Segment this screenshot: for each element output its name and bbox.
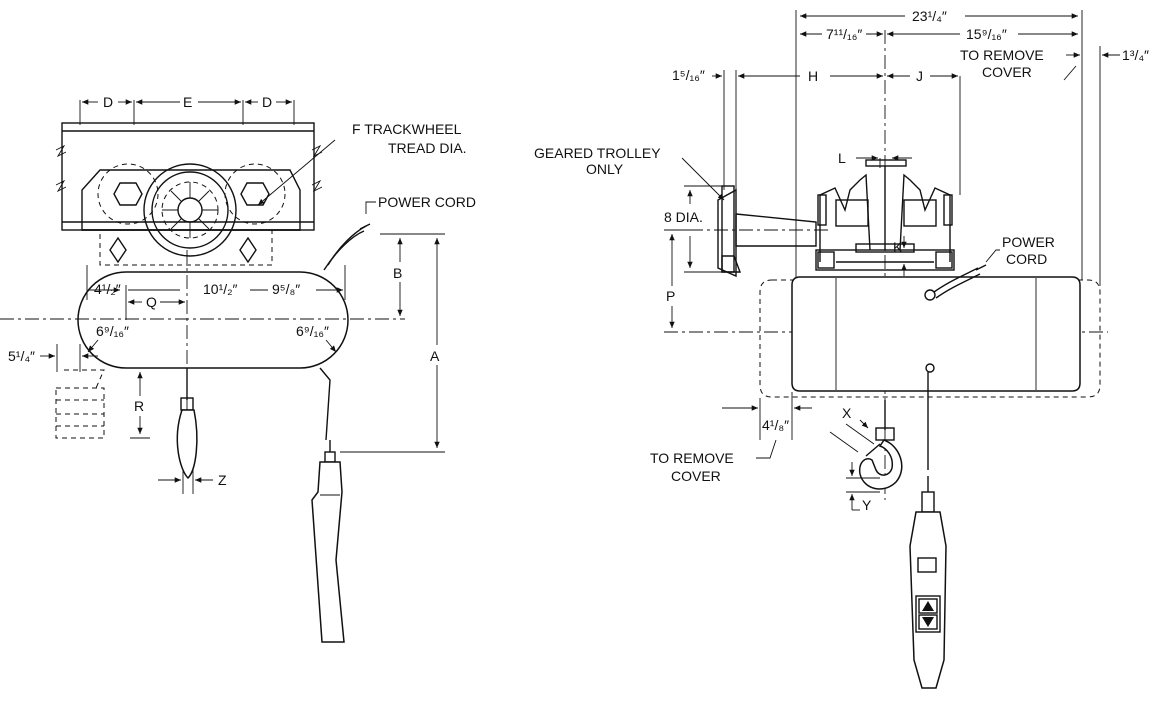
pendant-right (909, 476, 947, 689)
dim-8-dia: 8 DIA. (664, 209, 703, 225)
left-view: D E D F TRACKWHEEL TREAD DIA. POWER CORD… (0, 94, 476, 643)
dim-l: L (838, 150, 846, 166)
load-block (55, 369, 105, 439)
dim-d-right: D (262, 94, 272, 110)
dim-a: A (430, 348, 440, 364)
gear-wheel (143, 163, 237, 257)
dim-1-3-4: 1³/₄″ (1122, 47, 1149, 63)
dim-6-9-16-right: 6⁹/₁₆″ (296, 323, 329, 339)
dim-r: R (134, 398, 144, 414)
dim-9-5-8: 9⁵/₈″ (272, 281, 300, 297)
note-power-right-2: CORD (1006, 251, 1047, 267)
beam-section (855, 159, 915, 253)
pendant-left (311, 440, 345, 643)
hex-nut-left (113, 182, 143, 206)
hook-right (858, 400, 903, 490)
right-view: 23¹/₄″ 7¹¹/₁₆″ 15⁹/₁₆″ TO REMOVE COVER 1… (534, 8, 1149, 689)
dim-d-left: D (103, 94, 113, 110)
note-f-trackwheel: F TRACKWHEEL (352, 121, 462, 137)
trolley-side (664, 173, 955, 278)
track-beam (55, 122, 323, 231)
note-remove-cover-bot-2: COVER (671, 468, 721, 484)
dim-e: E (183, 94, 192, 110)
trolley-frame (81, 163, 301, 266)
dim-1-5-16: 1⁵/₁₆″ (672, 67, 705, 83)
dim-4-1-2: 4¹/₂″ (94, 281, 121, 297)
note-tread-dia: TREAD DIA. (388, 140, 467, 156)
dim-q: Q (146, 294, 157, 310)
dim-y: Y (862, 497, 872, 513)
note-remove-cover-bot-1: TO REMOVE (650, 450, 734, 466)
dim-z: Z (218, 472, 227, 488)
hex-nut-right (240, 182, 270, 206)
dim-k: K (893, 239, 903, 255)
dim-5-1-4: 5¹/₄″ (8, 348, 35, 364)
note-remove-cover-top-1: TO REMOVE (960, 47, 1044, 63)
trackwheel-left (97, 163, 159, 225)
dim-p: P (666, 288, 675, 304)
pendant-button-panel (915, 595, 941, 633)
dim-4-1-8: 4¹/₈″ (762, 417, 789, 433)
arrow-down-icon (918, 614, 938, 630)
dim-j: J (916, 68, 923, 84)
dim-6-9-16-left: 6⁹/₁₆″ (96, 323, 129, 339)
dim-23-1-4: 23¹/₄″ (912, 8, 947, 24)
dim-h: H (808, 68, 818, 84)
power-cord-left (327, 225, 367, 266)
note-only: ONLY (586, 161, 624, 177)
note-power-cord-left: POWER CORD (378, 194, 476, 210)
dim-10-1-2: 10¹/₂″ (203, 281, 238, 297)
arrow-up-icon (918, 598, 938, 614)
note-geared-trolley: GEARED TROLLEY (534, 145, 661, 161)
trackwheel-right (224, 163, 286, 225)
dim-7-11-16: 7¹¹/₁₆″ (826, 26, 862, 42)
note-power-right-1: POWER (1002, 234, 1055, 250)
dim-15-9-16: 15⁹/₁₆″ (966, 26, 1007, 42)
hoist-body (0, 250, 405, 430)
note-remove-cover-top-2: COVER (982, 64, 1032, 80)
dim-b: B (393, 265, 402, 281)
dim-x: X (842, 405, 852, 421)
hook-left (176, 368, 198, 480)
hoist-body-side (759, 276, 1101, 398)
